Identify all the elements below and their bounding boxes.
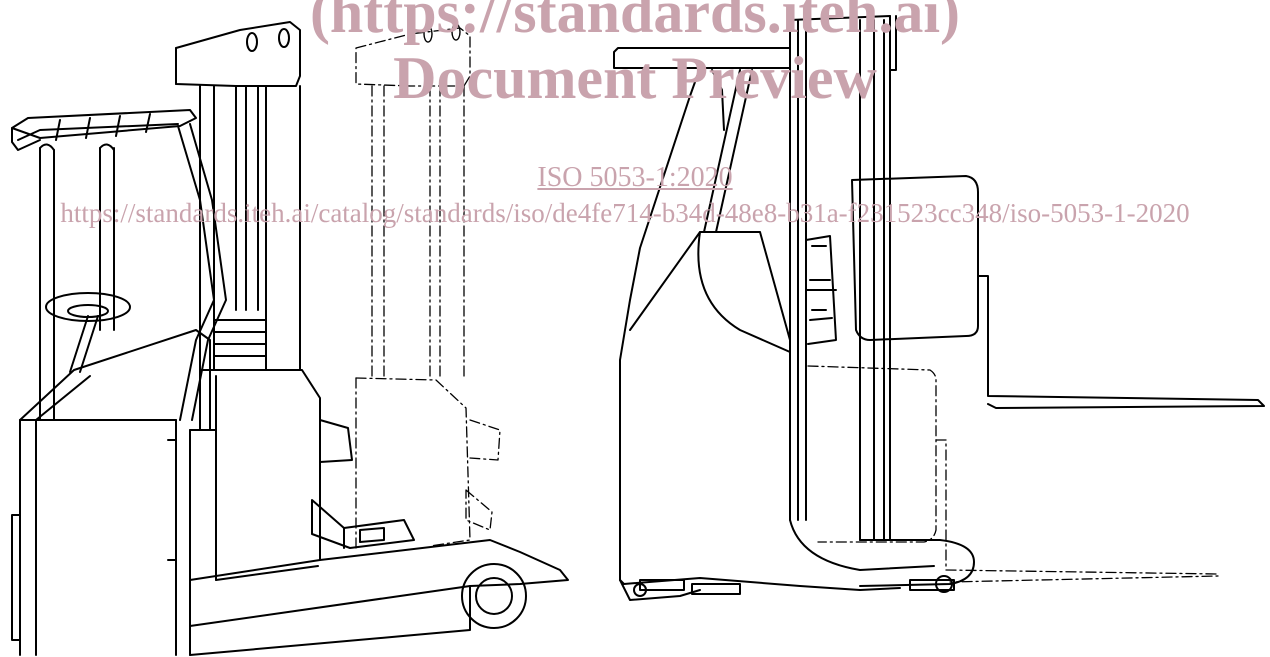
steering-wheel [45,292,131,373]
watermark-url-heading: (https://standards.iteh.ai) [309,0,961,45]
chassis-left [189,539,569,656]
mast-left [175,21,321,581]
base-leg-side [633,539,975,597]
carriage-side [851,175,1265,409]
carriage-left [311,419,415,549]
truck-body-side [619,231,955,601]
carriage-extended-phantom [355,27,501,549]
watermark-document-preview: Document Preview [393,45,877,111]
overhead-guard [11,109,227,421]
truck-body-left [11,329,211,656]
mast-side [789,15,897,541]
carriage-lowered-phantom [807,365,1219,583]
standard-number-link[interactable]: ISO 5053-1:2020 [537,162,733,193]
perspective-view [11,21,569,656]
watermark-catalog-url[interactable]: https://standards.iteh.ai/catalog/standa… [60,198,1190,228]
watermark-standard-number[interactable]: ISO 5053-1:2020 [5,162,1265,194]
side-elevation-view [613,15,1265,601]
